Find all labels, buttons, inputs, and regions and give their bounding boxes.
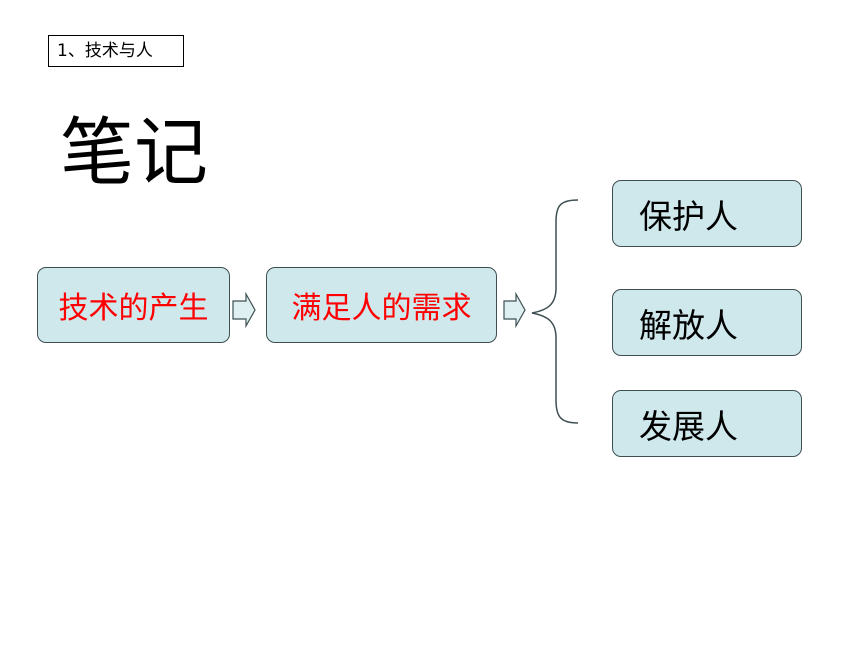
- node-technology-origin: 技术的产生: [37, 267, 230, 343]
- section-label: 1、技术与人: [48, 35, 184, 67]
- node-meet-human-needs: 满足人的需求: [266, 267, 497, 343]
- node-develop-people: 发展人: [612, 390, 802, 457]
- node-protect-people-label: 保护人: [639, 196, 738, 236]
- node-develop-people-label: 发展人: [639, 406, 738, 446]
- arrow-right-icon: [503, 291, 526, 329]
- page-title: 笔记: [60, 110, 208, 196]
- node-protect-people: 保护人: [612, 180, 802, 247]
- curly-brace-icon: [531, 199, 579, 424]
- node-liberate-people-label: 解放人: [639, 305, 738, 345]
- node-technology-origin-label: 技术的产生: [58, 291, 209, 326]
- node-meet-human-needs-label: 满足人的需求: [291, 291, 472, 326]
- node-liberate-people: 解放人: [612, 289, 802, 356]
- arrow-right-icon: [232, 291, 256, 329]
